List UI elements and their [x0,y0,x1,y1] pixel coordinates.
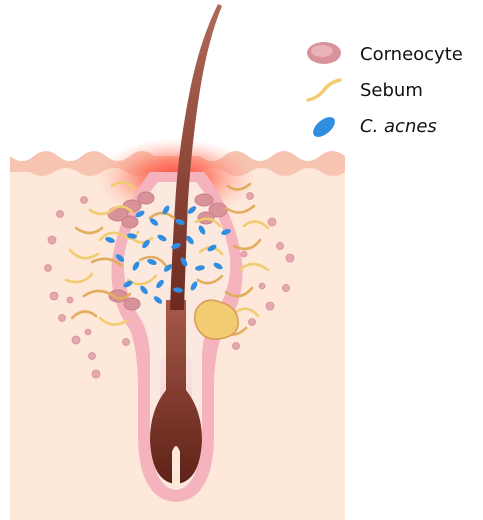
legend-label: Sebum [360,80,423,101]
corneocyte-icon [302,38,350,72]
legend-label: C. acnes [360,116,437,137]
legend-label: Corneocyte [360,44,463,65]
bacteria-icon [302,110,350,144]
sebum-fiber-icon [302,74,350,108]
dermal-papilla [172,446,180,484]
